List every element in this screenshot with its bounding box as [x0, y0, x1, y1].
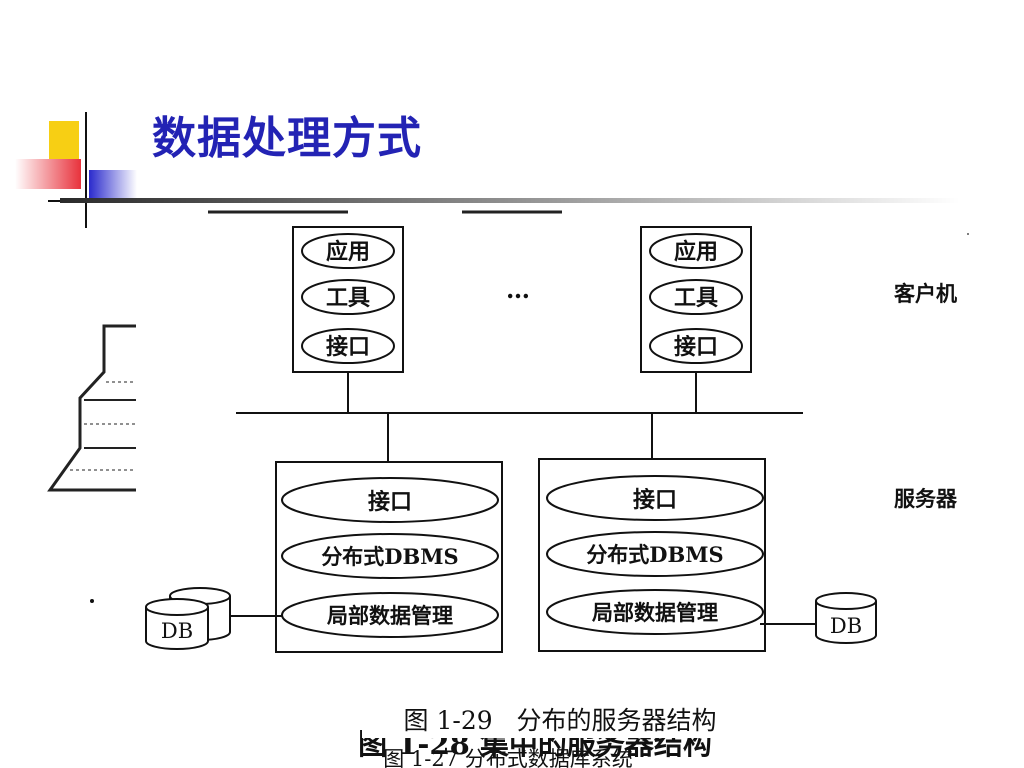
network-bus [236, 372, 803, 462]
svg-text:接口: 接口 [326, 334, 370, 360]
svg-text:应用: 应用 [326, 239, 370, 265]
svg-text:应用: 应用 [674, 239, 718, 265]
svg-text:分布式DBMS: 分布式DBMS [586, 542, 723, 567]
svg-text:DB: DB [830, 614, 862, 638]
main-caption-backdrop [362, 700, 758, 738]
background-caption-bottom: 图 1-27 分布式数据库系统 [383, 747, 633, 768]
database-icon-1: DB [145, 587, 231, 650]
accent-blue-bar [89, 170, 137, 200]
database-icon-2: DB [815, 592, 877, 644]
client-ellipsis: … [506, 275, 530, 304]
client-1-tool-item: 工具 [301, 279, 395, 315]
svg-text:DB: DB [161, 619, 193, 643]
accent-red-bar [15, 159, 81, 189]
title-underline [60, 198, 960, 203]
slide-title: 数据处理方式 [152, 113, 422, 164]
server-node-1: 接口 分布式DBMS 局部数据管理 [275, 461, 503, 653]
background-figure-fragments [47, 210, 562, 492]
server-2-local-data-item: 局部数据管理 [546, 589, 764, 635]
client-tier-label: 客户机 [894, 281, 957, 306]
client-node-2: 应用 工具 接口 [640, 226, 752, 373]
server-1-interface-item: 接口 [281, 477, 499, 523]
svg-text:分布式DBMS: 分布式DBMS [321, 544, 458, 569]
server-1-dbms-item: 分布式DBMS [281, 533, 499, 579]
svg-text:接口: 接口 [633, 487, 677, 513]
client-2-interface-item: 接口 [649, 328, 743, 364]
client-2-tool-item: 工具 [649, 279, 743, 315]
server-node-2: 接口 分布式DBMS 局部数据管理 [538, 458, 766, 652]
client-2-app-item: 应用 [649, 233, 743, 269]
svg-text:工具: 工具 [674, 285, 718, 311]
svg-text:工具: 工具 [326, 285, 370, 311]
client-1-interface-item: 接口 [301, 328, 395, 364]
server-2-dbms-item: 分布式DBMS [546, 531, 764, 577]
figure-caption: 图 1-29 分布的服务器结构 [404, 706, 717, 735]
scan-dot [967, 233, 969, 235]
svg-text:局部数据管理: 局部数据管理 [327, 603, 453, 628]
client-node-1: 应用 工具 接口 [292, 226, 404, 373]
svg-text:接口: 接口 [368, 489, 412, 515]
title-accent-decoration [15, 112, 140, 228]
server-2-interface-item: 接口 [546, 475, 764, 521]
scan-dot [90, 599, 94, 603]
client-1-app-item: 应用 [301, 233, 395, 269]
svg-text:接口: 接口 [674, 334, 718, 360]
svg-text:局部数据管理: 局部数据管理 [592, 600, 718, 625]
server-tier-label: 服务器 [894, 486, 958, 511]
